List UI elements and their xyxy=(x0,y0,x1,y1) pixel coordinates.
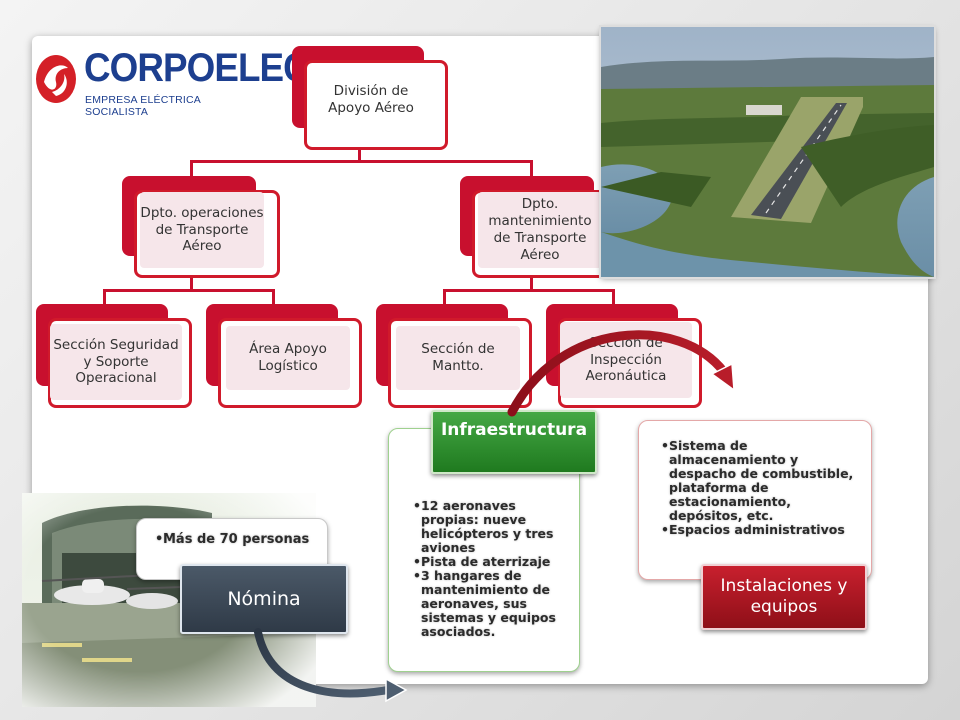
runway-photo xyxy=(601,27,934,277)
infraestructura-item: Pista de aterrizaje xyxy=(413,555,571,570)
nomina-label: Nómina xyxy=(180,564,348,634)
org-node-seccion-mantto-label: Sección de Mantto. xyxy=(396,326,520,390)
connector xyxy=(612,289,615,307)
org-node-seccion-inspeccion: Sección de Inspección Aeronáutica xyxy=(546,304,702,408)
nomina-item: Más de 70 personas xyxy=(155,532,327,548)
instalaciones-bubble: Sistema de almacenamiento y despacho de … xyxy=(638,420,872,580)
connector xyxy=(190,160,193,180)
connector xyxy=(103,289,106,307)
org-node-area-logistico: Área Apoyo Logístico xyxy=(206,304,362,408)
connector xyxy=(443,289,446,307)
corpoelec-flame-icon xyxy=(36,55,76,103)
infraestructura-item: 12 aeronaves propias: nueve helicópteros… xyxy=(413,499,571,555)
org-node-seccion-inspeccion-label: Sección de Inspección Aeronáutica xyxy=(560,322,692,398)
org-node-dept-mant: Dpto. mantenimiento de Transporte Aéreo xyxy=(460,176,618,278)
logo-subtitle: EMPRESA ELÉCTRICA SOCIALISTA xyxy=(85,94,201,118)
corpoelec-logo: CORPOELEC EMPRESA ELÉCTRICA SOCIALISTA xyxy=(34,44,310,118)
connector xyxy=(530,276,533,290)
org-node-division: División de Apoyo Aéreo xyxy=(292,46,448,150)
org-node-dept-mant-label: Dpto. mantenimiento de Transporte Aéreo xyxy=(478,192,602,268)
org-node-seccion-seguridad-label: Sección Seguridad y Soporte Operacional xyxy=(50,324,182,400)
connector xyxy=(103,289,275,292)
infraestructura-label: Infraestructura xyxy=(431,410,597,474)
connector xyxy=(190,276,193,290)
org-node-dept-ops: Dpto. operaciones de Transporte Aéreo xyxy=(122,176,280,278)
infraestructura-item: 3 hangares de mantenimiento de aeronaves… xyxy=(413,569,571,639)
logo-wordmark: CORPOELEC xyxy=(84,46,310,90)
connector xyxy=(190,160,532,163)
org-node-division-label: División de Apoyo Aéreo xyxy=(328,83,414,116)
org-node-dept-ops-label: Dpto. operaciones de Transporte Aéreo xyxy=(140,192,264,268)
connector xyxy=(530,160,533,180)
org-node-seccion-mantto: Sección de Mantto. xyxy=(376,304,532,408)
instalaciones-label: Instalaciones y equipos xyxy=(701,564,867,630)
instalaciones-item: Espacios administrativos xyxy=(661,523,861,538)
connector xyxy=(443,289,615,292)
connector xyxy=(272,289,275,307)
instalaciones-item: Sistema de almacenamiento y despacho de … xyxy=(661,439,861,523)
connector xyxy=(358,146,361,162)
org-node-seccion-seguridad: Sección Seguridad y Soporte Operacional xyxy=(36,304,192,408)
org-node-area-logistico-label: Área Apoyo Logístico xyxy=(226,326,350,390)
